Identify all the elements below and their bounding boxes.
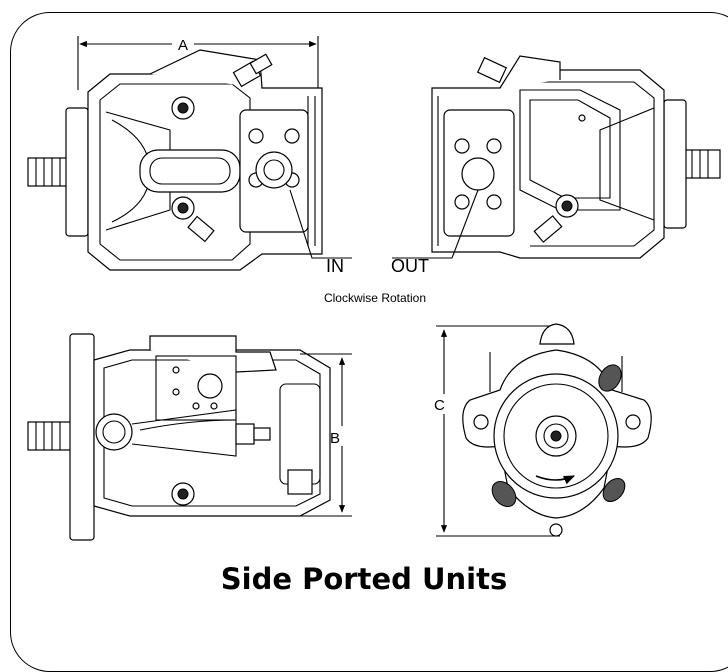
- port-out-label: OUT: [391, 256, 429, 276]
- dim-a-label: A: [178, 37, 188, 54]
- view-bottom-left: B: [27, 333, 352, 541]
- port-in-label: IN: [326, 256, 344, 276]
- dim-b-label: B: [330, 430, 340, 447]
- dim-c-label: C: [434, 397, 445, 414]
- page-title: Side Ported Units: [220, 562, 508, 596]
- rotation-label: Clockwise Rotation: [324, 291, 426, 305]
- view-bottom-right: C: [434, 323, 652, 537]
- view-top-right: OUT Clockwise Rotation: [324, 55, 721, 305]
- view-top-left: A IN: [27, 36, 352, 276]
- pump-drawing: A IN: [27, 36, 721, 541]
